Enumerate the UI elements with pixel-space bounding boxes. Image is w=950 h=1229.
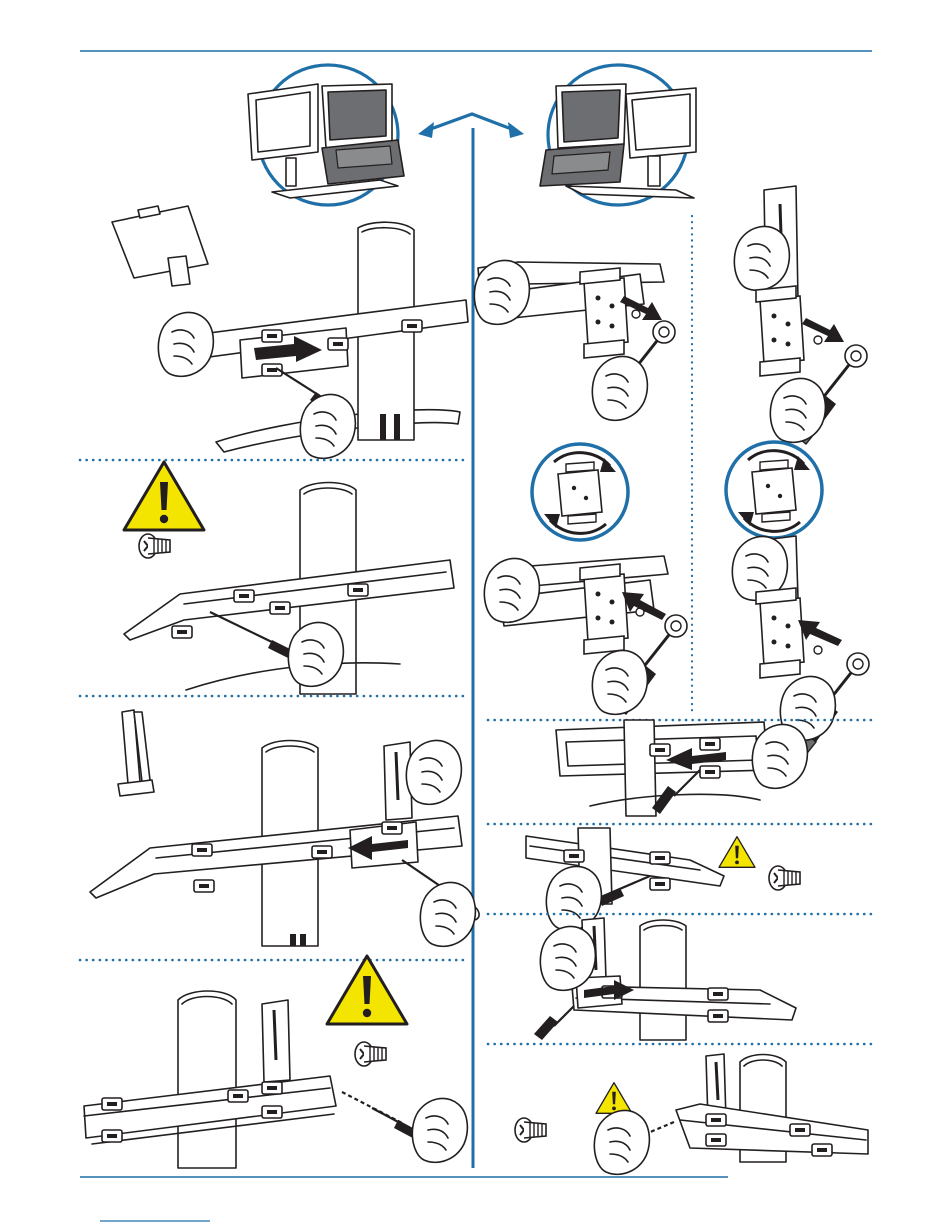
screw-icon <box>139 534 170 558</box>
step-slide-bracket-left <box>534 918 796 1040</box>
step-rotate-bracket-vertical <box>726 442 869 752</box>
step-unscrew-bracket-vertical <box>734 186 867 444</box>
step-attach-arm <box>112 206 468 458</box>
step-slide-bracket <box>90 710 482 946</box>
step-unscrew-bracket-horizontal <box>474 260 675 420</box>
step-tighten-bracket-screw <box>84 956 467 1168</box>
rotate-bracket-icon <box>726 442 822 538</box>
rotate-bracket-icon <box>532 444 628 540</box>
warning-triangle-icon <box>124 462 204 530</box>
warning-triangle-icon <box>596 1083 632 1114</box>
config-monitor-left-laptop-right <box>248 65 404 205</box>
warning-triangle-icon <box>327 956 407 1024</box>
step-tighten-arm-screw <box>124 462 454 694</box>
screw-icon <box>515 1118 546 1142</box>
step-tighten-bracket-left <box>515 1054 868 1174</box>
step-rotate-bracket-horizontal <box>484 444 687 714</box>
step-slide-arm-left <box>556 720 807 816</box>
screw-icon <box>769 866 800 890</box>
swap-arrow-icon <box>418 114 524 138</box>
screw-icon <box>355 1042 386 1066</box>
warning-triangle-icon <box>719 837 755 868</box>
config-laptop-left-monitor-right <box>540 65 696 205</box>
